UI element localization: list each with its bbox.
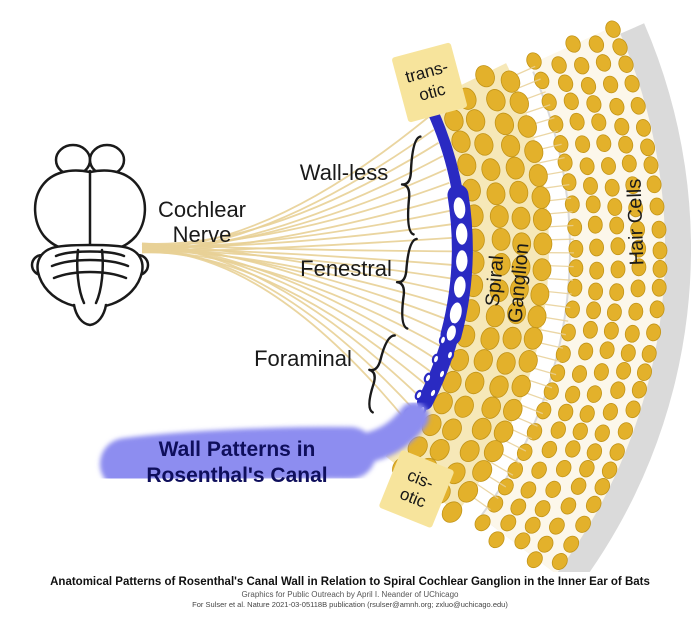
fenestral-brace	[395, 237, 418, 330]
fenestral-label: Fenestral	[300, 256, 392, 281]
fenestral-opening	[451, 273, 469, 301]
foraminal-opening	[431, 353, 441, 365]
foraminal-brace	[368, 334, 396, 414]
wall-patterns-line1: Wall Patterns in	[158, 438, 316, 461]
fenestral-opening	[444, 322, 459, 344]
cerebellum-folia	[52, 270, 128, 280]
foraminal-opening	[428, 387, 438, 399]
caption-title: Anatomical Patterns of Rosenthal's Canal…	[50, 576, 650, 588]
fenestral-opening	[451, 194, 468, 222]
foraminal-opening	[437, 368, 447, 380]
bat-brain-illustration	[30, 143, 150, 327]
foraminal-opening	[438, 334, 448, 346]
wall-less-label: Wall-less	[299, 160, 389, 185]
section-braces	[368, 135, 422, 414]
foraminal-opening	[445, 349, 455, 361]
wall-less-brace	[400, 135, 422, 236]
foraminal-opening	[423, 372, 433, 384]
cerebellum	[36, 243, 144, 309]
fenestral-opening	[453, 220, 471, 248]
foraminal-opening	[414, 389, 424, 401]
cochlear-nerve-line2: Nerve	[172, 222, 232, 248]
wall-patterns-highlight	[100, 402, 429, 490]
cochlear-nerve-fan-fibers	[141, 116, 457, 423]
highlight-stroke	[100, 426, 376, 490]
vermis-line	[94, 248, 104, 305]
canal-wall-openings	[403, 194, 471, 430]
wall-patterns-line2: Rosenthal's Canal	[146, 463, 328, 487]
highlight-tail	[329, 402, 429, 467]
cochlear-nerve-line1: Cochlear	[157, 197, 247, 222]
brainstem	[72, 303, 108, 327]
foraminal-label: Foraminal	[254, 346, 352, 371]
caption-credit: Graphics for Public Outreach by April I.…	[241, 590, 459, 599]
fenestral-opening	[453, 247, 471, 275]
wall-patterns-label: Wall Patterns in Rosenthal's Canal	[122, 437, 352, 488]
hair-cells-label: Hair Cells	[623, 178, 649, 266]
hair-cell-dots	[474, 20, 668, 570]
caption-publication: For Sulser et al. Nature 2021-03-05118B …	[192, 600, 508, 609]
cerebellum-folia	[50, 258, 130, 268]
cerebellum-folia	[54, 250, 126, 258]
cochlear-nerve-label: Cochlear Nerve	[148, 197, 256, 248]
diagram-canvas	[30, 20, 692, 572]
vermis-line	[76, 248, 86, 305]
figure-caption: Anatomical Patterns of Rosenthal's Canal…	[0, 576, 700, 609]
